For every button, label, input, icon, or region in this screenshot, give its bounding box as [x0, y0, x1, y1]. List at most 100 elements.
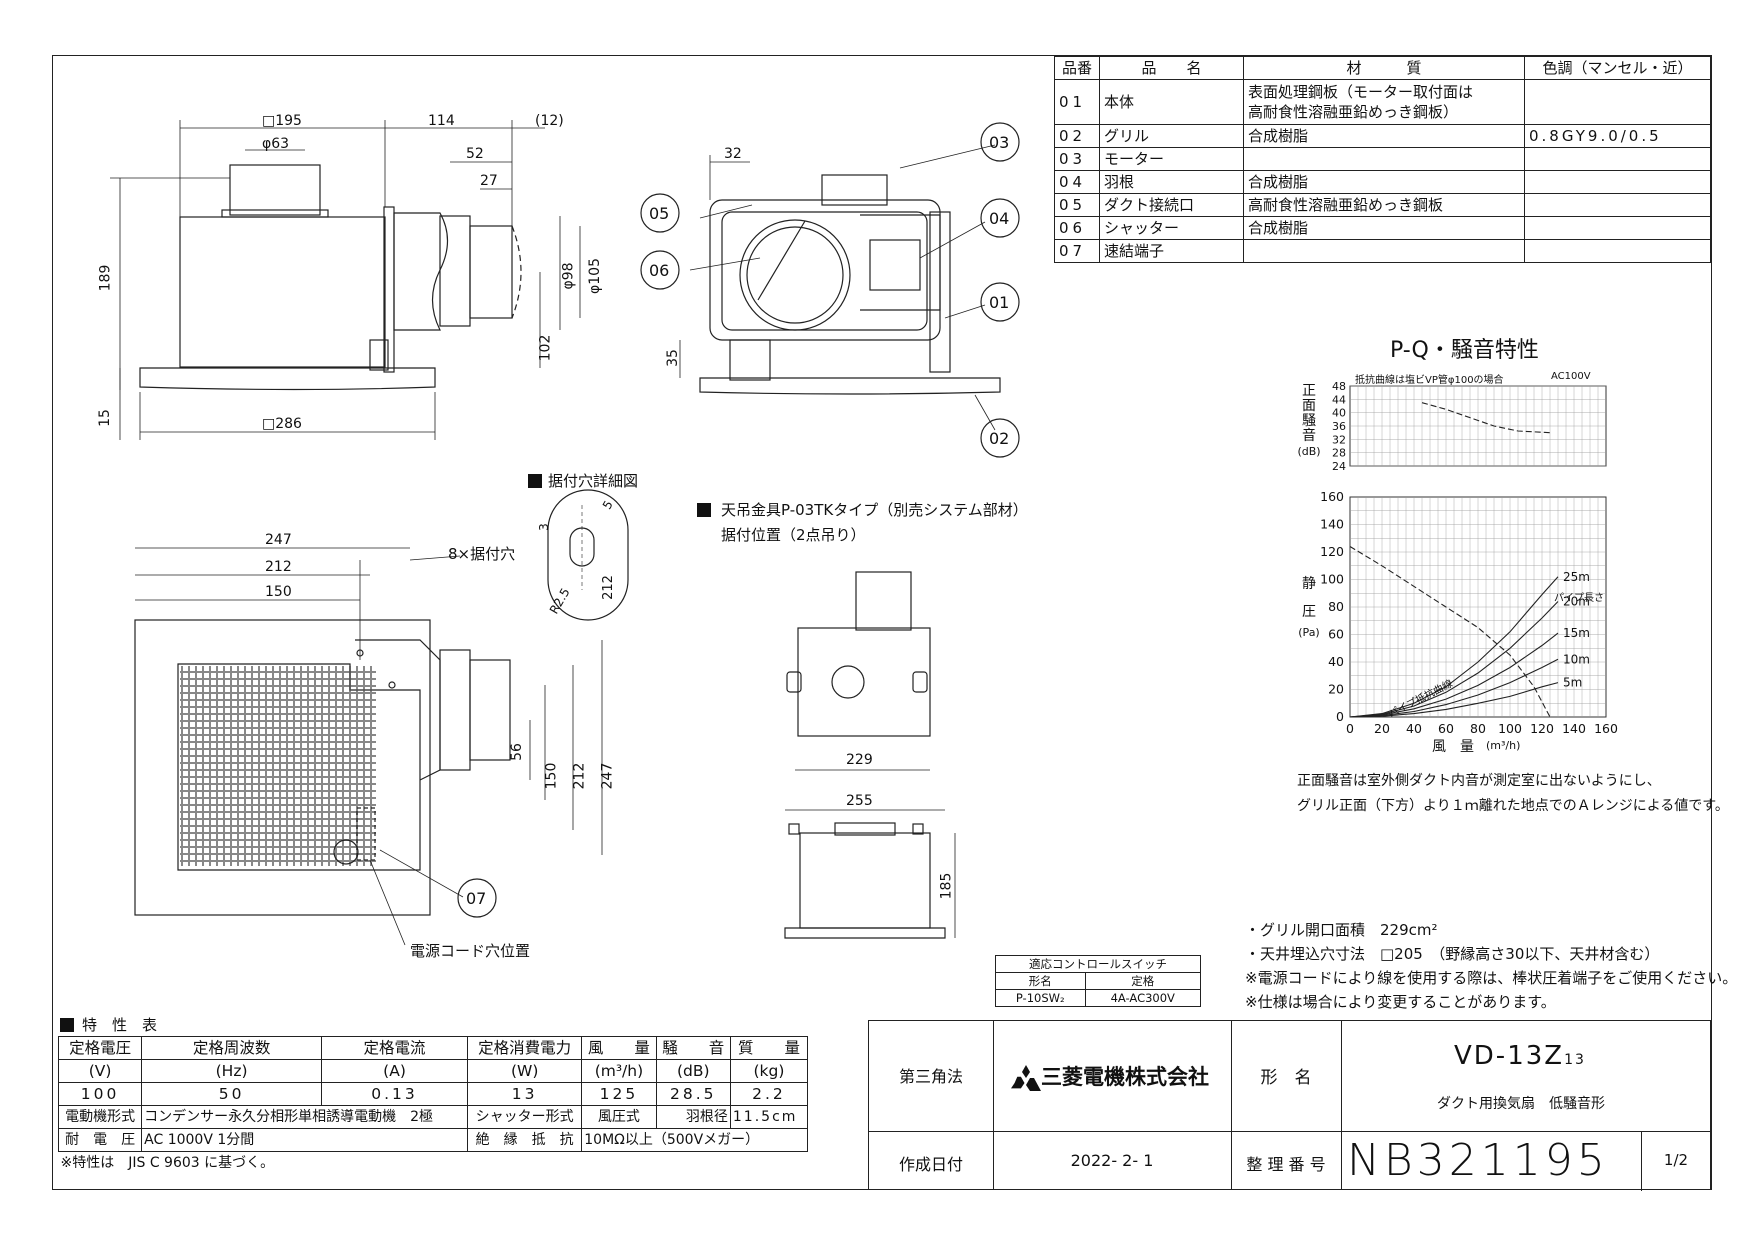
callout-02: 02 — [989, 429, 1010, 448]
callout-01: 01 — [989, 293, 1010, 312]
part-material — [1243, 147, 1525, 171]
square-bullet-icon — [697, 503, 711, 517]
pipe-resistance-curve — [1349, 576, 1559, 718]
spec-motor-label: 電動機形式 — [57, 1105, 143, 1129]
tb-description: ダクト用換気扇 低騒音形 — [1437, 1096, 1605, 1112]
spec-value: 125 — [581, 1082, 657, 1106]
y-tick-label: 40 — [1328, 654, 1344, 669]
spec-unit: (kg) — [729, 1059, 809, 1083]
tb-model-sub: 13 — [1564, 1052, 1586, 1068]
x-tick-label: 20 — [1374, 721, 1390, 736]
chart-xunit: (m³/h) — [1486, 739, 1521, 752]
spec-header: 騒 音 — [655, 1036, 731, 1060]
spec-blade-value: 11.5cm — [729, 1105, 809, 1129]
chart-note-2: グリル正面（下方）より１ｍ離れた地点でのＡレンジによる値です。 — [1297, 798, 1729, 814]
y-tick-label: 0 — [1336, 709, 1344, 724]
x-tick-label: 80 — [1470, 721, 1486, 736]
noise-ylabel-4: 音 — [1302, 428, 1316, 444]
spec-header: 定格電流 — [320, 1036, 469, 1060]
dim-front-d105: φ105 — [586, 258, 603, 294]
spec-value: 100 — [57, 1082, 143, 1106]
control-col-rating: 定格 — [1084, 972, 1201, 990]
part-material — [1243, 239, 1525, 263]
part-material: 合成樹脂 — [1243, 124, 1525, 148]
notes: ・グリル開口面積 229cm² ・天井埋込穴寸法 □205 （野縁高さ30以下、… — [1245, 918, 1737, 1014]
chart-note-1: 正面騒音は室外側ダクト内音が測定室に出ないようにし、 — [1297, 773, 1661, 789]
series-label: 25m — [1563, 570, 1590, 584]
mount-detail-title-text: 据付穴詳細図 — [548, 472, 639, 490]
pressure-ylabel-unit: (Pa) — [1298, 626, 1320, 639]
noise-ylabel-2: 面 — [1302, 398, 1316, 414]
dim-front-27: 27 — [480, 173, 498, 189]
note-item: ※仕様は場合により変更することがあります。 — [1245, 993, 1556, 1011]
plan-callout-circle — [457, 878, 497, 918]
series-label: 15m — [1563, 626, 1590, 640]
spec-withstand-value: AC 1000V 1分間 — [141, 1128, 469, 1152]
mount-detail-outline — [547, 489, 629, 621]
control-model-value: P-10SW₂ — [995, 989, 1086, 1007]
pipe-resistance-curve — [1349, 601, 1559, 718]
note-item: ※電源コードにより線を使用する際は、棒状圧着端子をご使用ください。 — [1245, 969, 1738, 987]
dim-plan-56: 56 — [508, 743, 525, 761]
control-col-model: 形名 — [995, 972, 1086, 990]
y-tick-label: 140 — [1320, 517, 1344, 532]
parts-header-name: 品 名 — [1099, 56, 1244, 80]
spec-motor-value: コンデンサー永久分相形単相誘導電動機 2極 — [141, 1105, 469, 1129]
part-name: 羽根 — [1099, 170, 1244, 194]
x-tick-label: 140 — [1562, 721, 1586, 736]
pressure-ylabel-1: 静 — [1302, 576, 1316, 592]
side-view-dim-lines — [679, 144, 996, 431]
spec-note-row: ※特性は JIS C 9603 に基づく。 — [59, 1152, 808, 1175]
tb-projection: 第三角法 — [898, 1067, 963, 1086]
dim-plan-212v: 212 — [571, 762, 588, 790]
parts-header-row: 品番 品 名 材 質 色調（マンセル・近） — [1054, 56, 1711, 80]
dim-plan-247: 247 — [265, 532, 292, 548]
tb-divider — [1641, 1131, 1642, 1191]
plan-view-outline — [134, 619, 511, 916]
spec-value: 13 — [467, 1082, 583, 1106]
part-material-line2: 高耐食性溶融亜鉛めっき鋼板） — [1248, 103, 1459, 121]
callout-05: 05 — [649, 204, 670, 223]
tb-divider — [869, 1131, 1710, 1132]
pipe-resistance-curve — [1349, 632, 1559, 718]
note-item: ・グリル開口面積 229cm² — [1245, 921, 1438, 939]
dim-side-35: 35 — [664, 349, 681, 367]
mitsubishi-logo-icon — [1011, 1065, 1041, 1091]
spec-title: 特 性 表 — [60, 1014, 157, 1035]
y-tick-label: 44 — [1332, 393, 1346, 406]
noise-chart-note: 抵抗曲線は塩ビVP管φ100の場合 — [1355, 375, 1504, 386]
table-row: 07 速結端子 — [1054, 239, 1711, 263]
y-tick-label: 60 — [1328, 627, 1344, 642]
part-material-line1: 表面処理鋼板（モーター取付面は — [1248, 83, 1474, 101]
table-row: 01 本体 表面処理鋼板（モーター取付面は高耐食性溶融亜鉛めっき鋼板） — [1054, 79, 1711, 125]
y-tick-label: 40 — [1332, 407, 1346, 420]
tb-model-label: 形 名 — [1260, 1068, 1312, 1088]
y-tick-label: 28 — [1332, 447, 1346, 460]
callout-04: 04 — [989, 209, 1010, 228]
spec-title-text: 特 性 表 — [82, 1016, 158, 1034]
spec-unit: (Hz) — [141, 1059, 322, 1083]
dim-plan-247v: 247 — [599, 762, 616, 790]
note-item: ・天井埋込穴寸法 □205 （野縁高さ30以下、天井材含む） — [1245, 945, 1660, 963]
pipe-length-label: パイプ長さ — [1554, 593, 1604, 604]
y-tick-label: 120 — [1320, 544, 1344, 559]
spec-header-row: 定格電圧 定格周波数 定格電流 定格消費電力 風 量 騒 音 質 量 — [57, 1036, 809, 1060]
dim-plan-150v: 150 — [543, 762, 560, 790]
noise-ylabel: 正 面 騒 音 (dB) — [1294, 384, 1324, 459]
dim-front-depth: 114 — [428, 113, 455, 129]
spec-blade-label: 羽根径 — [655, 1105, 731, 1129]
hanger-top-outline — [786, 571, 931, 737]
tb-divider — [1231, 1021, 1232, 1189]
part-color — [1524, 193, 1711, 217]
callout-06: 06 — [649, 261, 670, 280]
spec-header: 風 量 — [581, 1036, 657, 1060]
tb-divider — [1341, 1021, 1342, 1189]
spec-header: 定格消費電力 — [467, 1036, 583, 1060]
front-view-outline — [139, 164, 522, 391]
tb-model: VD-13Z13 — [1454, 1041, 1586, 1071]
dim-front-top-dia: φ63 — [262, 136, 290, 152]
spec-withstand-label: 耐 電 圧 — [57, 1128, 143, 1152]
